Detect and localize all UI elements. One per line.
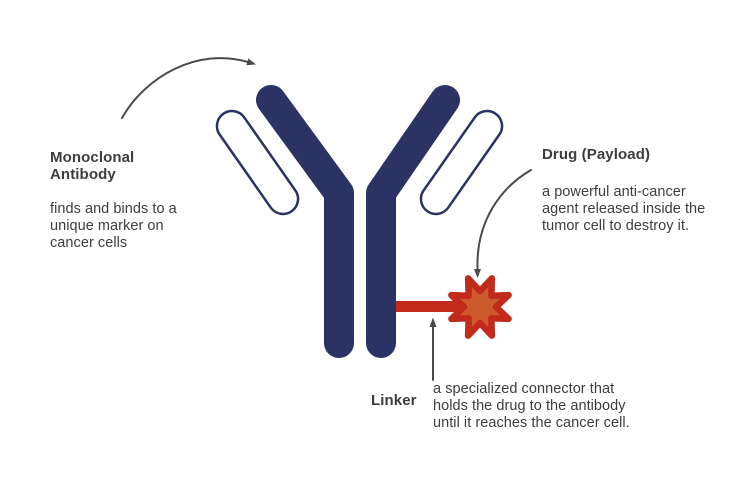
drug-payload-star [448, 275, 512, 339]
drug-arrow-icon [474, 169, 532, 278]
antibody-light-chain-left [215, 109, 300, 216]
linker-arrow-icon [429, 317, 437, 381]
antibody-heavy-chain-right [366, 85, 460, 358]
monoclonal-arrow-icon [121, 57, 256, 119]
monoclonal-antibody-title: Monoclonal Antibody [50, 149, 135, 183]
linker-title: Linker [371, 392, 417, 409]
drug-payload-description: a powerful anti-cancer agent released in… [542, 184, 706, 234]
monoclonal-antibody-description: finds and binds to a unique marker on ca… [50, 201, 177, 251]
linker-description: a specialized connector that holds the d… [433, 381, 630, 431]
antibody-heavy-chain-left [256, 85, 354, 358]
antibody-light-chain-right [419, 109, 504, 216]
drug-payload-title: Drug (Payload) [542, 146, 651, 163]
linker-bar [389, 301, 459, 312]
